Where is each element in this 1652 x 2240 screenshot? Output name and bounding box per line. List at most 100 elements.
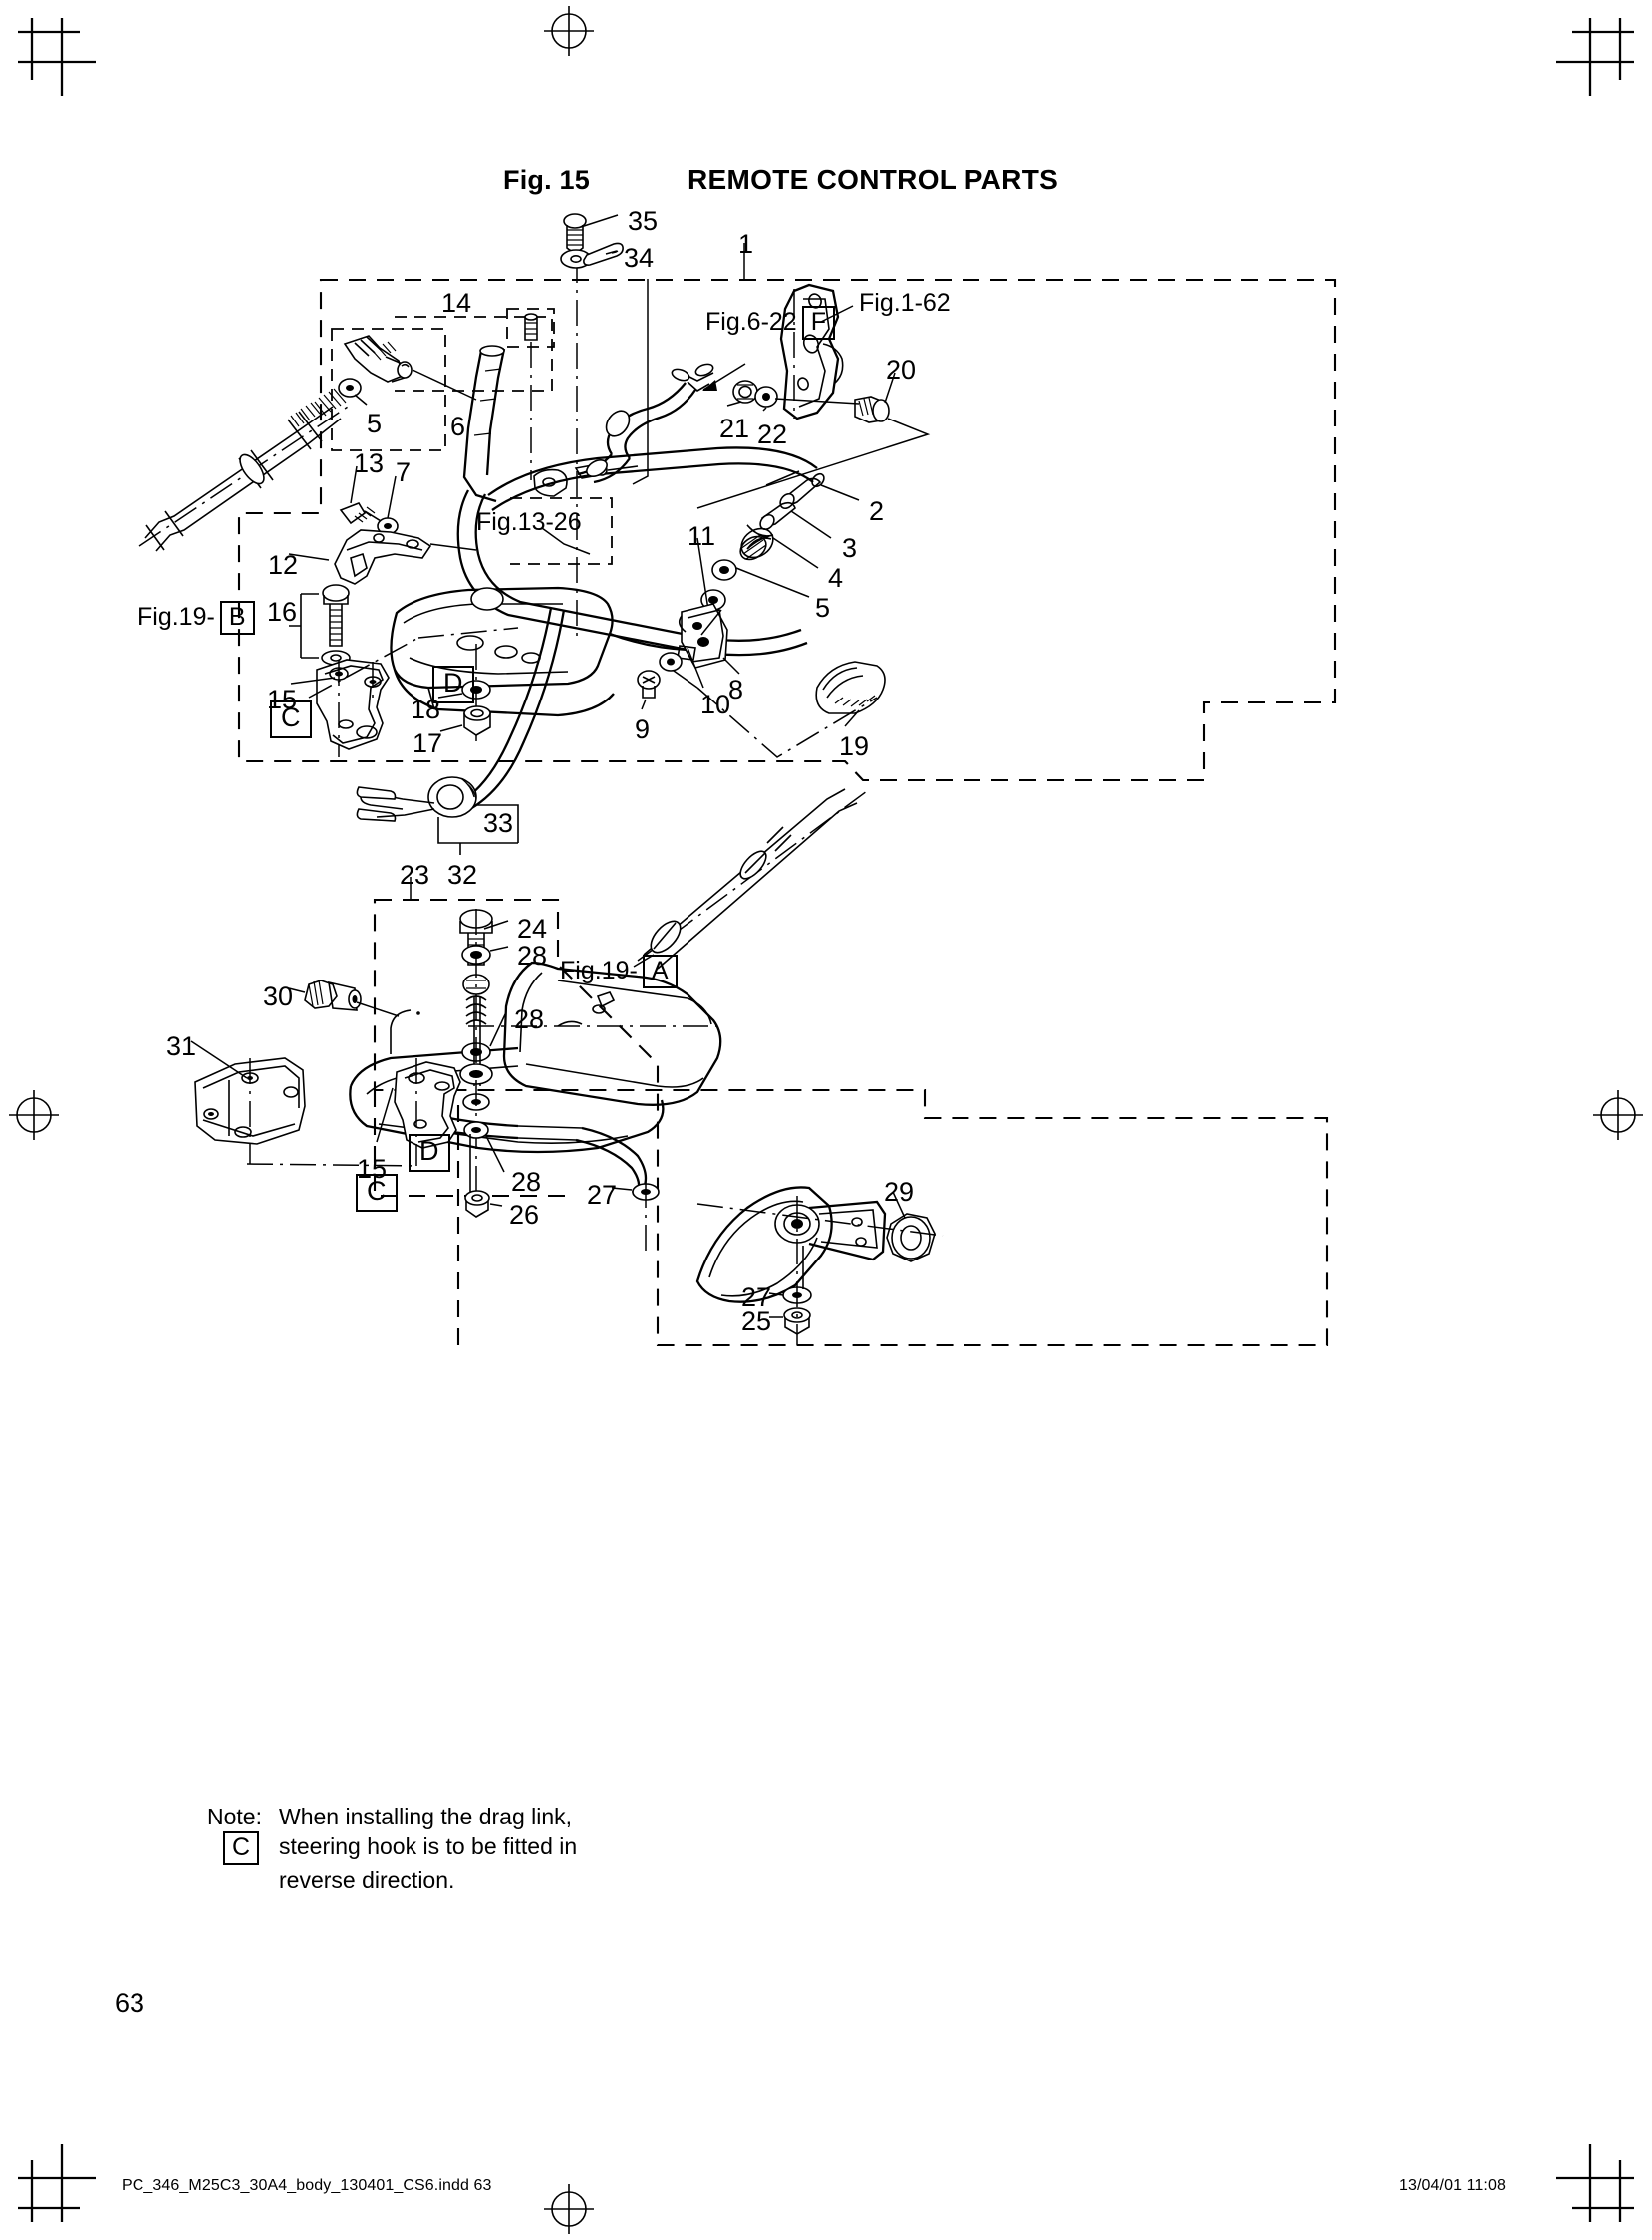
callout-25: 25 — [741, 1306, 772, 1336]
boxed-letter-box-d-lower: D — [409, 1134, 450, 1172]
part-9-screw — [637, 670, 661, 710]
drag-link-cable-lower-right — [633, 788, 868, 970]
centerline-misc-2 — [246, 1163, 419, 1167]
part-8-bracket — [677, 603, 740, 675]
callout-16: 16 — [267, 597, 298, 627]
callout-28: 28 — [511, 1167, 542, 1197]
callout-6: 6 — [450, 412, 466, 441]
callout-4: 4 — [828, 563, 844, 593]
figure-title: REMOTE CONTROL PARTS — [688, 164, 1059, 195]
callout-35: 35 — [628, 206, 659, 236]
rod-end-assembly — [343, 335, 477, 401]
callout-5: 5 — [815, 593, 831, 623]
control-cable-lower — [356, 607, 566, 855]
figure-ref-fig-13-26[interactable]: Fig.13-26 — [476, 508, 582, 537]
note-box-letter: C — [223, 1831, 260, 1865]
lead-14 — [632, 302, 649, 485]
boxed-letter-box-c-upper: C — [270, 700, 312, 738]
part-16-bolt-washer — [289, 584, 351, 690]
callout-15: 15 — [357, 1154, 388, 1184]
upper-assembly-boundary — [237, 278, 1337, 782]
spring-and-nut-stack — [459, 909, 493, 1216]
footer-timestamp: 13/04/01 11:08 — [1399, 2177, 1506, 2194]
boxed-letter-text: D — [432, 666, 474, 703]
part-28-washer-c — [463, 1121, 505, 1173]
callout-3: 3 — [842, 533, 858, 563]
figure-ref-box-letter: A — [642, 955, 678, 988]
crop-marks — [9, 6, 1643, 2234]
centerline-bracket-upper — [417, 627, 519, 639]
footer-filename: PC_346_M25C3_30A4_body_130401_CS6.indd 6… — [122, 2177, 492, 2194]
callout-27: 27 — [587, 1180, 618, 1210]
callout-28: 28 — [514, 1004, 545, 1034]
callout-13: 13 — [354, 448, 385, 478]
steering-column-rod — [462, 345, 506, 503]
part-26-nut — [464, 1134, 503, 1218]
part-35-screw — [563, 213, 619, 253]
callout-19: 19 — [839, 731, 870, 761]
note-line-2: steering hook is to be fitted in — [279, 1833, 578, 1859]
part-12-lever — [288, 529, 477, 585]
callout-14: 14 — [441, 288, 472, 318]
callout-7: 7 — [396, 457, 412, 487]
boxed-letter-text: D — [409, 1134, 450, 1172]
callout-5: 5 — [367, 409, 383, 438]
callout-17: 17 — [413, 728, 443, 758]
figure-number: Fig. 15 — [503, 165, 590, 195]
callout-15: 15 — [267, 685, 298, 714]
page-number: 63 — [115, 1988, 145, 2018]
arrow-fig-6-22 — [702, 363, 746, 391]
callout-27: 27 — [741, 1282, 772, 1312]
boxed-letter-box-d-upper: D — [432, 666, 474, 703]
part-17-nut — [439, 705, 491, 736]
figure-ref-fig-1-62[interactable]: Fig.1-62 — [859, 289, 951, 318]
control-cable-upper-left — [138, 388, 352, 552]
part-27-washer-mid — [611, 1182, 660, 1256]
note-line-1: When installing the drag link, — [279, 1804, 573, 1829]
part-15-bracket-upper — [290, 637, 419, 757]
part-28-washer-a — [461, 945, 509, 965]
note-line-3: reverse direction. — [279, 1867, 455, 1893]
callout-30: 30 — [263, 981, 294, 1011]
boxed-letter-box-c-lower: C — [356, 1174, 398, 1212]
part-7-washer — [377, 475, 399, 535]
figure-ref-fig-19-a[interactable]: Fig.19-A — [560, 955, 678, 988]
figure-ref-box-letter: B — [219, 601, 255, 635]
callout-26: 26 — [509, 1200, 540, 1230]
lower-housing-lower — [349, 1009, 665, 1199]
steering-knuckle-assembly — [695, 1186, 944, 1345]
part-31-plate — [190, 1040, 306, 1164]
boxed-letter-text: C — [356, 1174, 398, 1212]
figure-ref-label: Fig.6-22 — [705, 308, 797, 336]
callout-31: 31 — [166, 1031, 197, 1061]
figure-ref-box-letter: F — [801, 306, 835, 340]
figure-ref-label: Fig.1-62 — [859, 289, 951, 317]
installation-note: Note: When installing the drag link, C s… — [207, 1802, 577, 1895]
callout-32: 32 — [447, 860, 478, 890]
wire-harness — [577, 363, 714, 484]
callout-8: 8 — [728, 675, 744, 704]
callout-12: 12 — [268, 550, 299, 580]
part-3-sleeve — [759, 501, 832, 539]
boxed-letter-text: C — [270, 700, 312, 738]
figure-ref-fig-19-b[interactable]: Fig.19-B — [138, 601, 255, 635]
part-5-washer-upper-left — [338, 378, 368, 406]
figure-ref-label: Fig.13-26 — [476, 508, 582, 536]
callout-10: 10 — [700, 690, 731, 719]
callout-1: 1 — [738, 229, 754, 259]
part-5-washer-right — [711, 559, 810, 598]
callout-9: 9 — [635, 714, 651, 744]
part-34-tab — [560, 242, 624, 269]
callout-18: 18 — [411, 695, 441, 724]
callout-33: 33 — [483, 808, 514, 838]
callout-28: 28 — [517, 941, 548, 971]
callout-2: 2 — [869, 496, 885, 526]
callout-24: 24 — [517, 914, 548, 944]
callout-22: 22 — [757, 420, 788, 449]
part-28-washer-b — [461, 1011, 507, 1062]
note-box-letter-wrapper: C — [207, 1831, 279, 1865]
part-19-grip — [815, 661, 886, 727]
callout-34: 34 — [624, 243, 655, 273]
